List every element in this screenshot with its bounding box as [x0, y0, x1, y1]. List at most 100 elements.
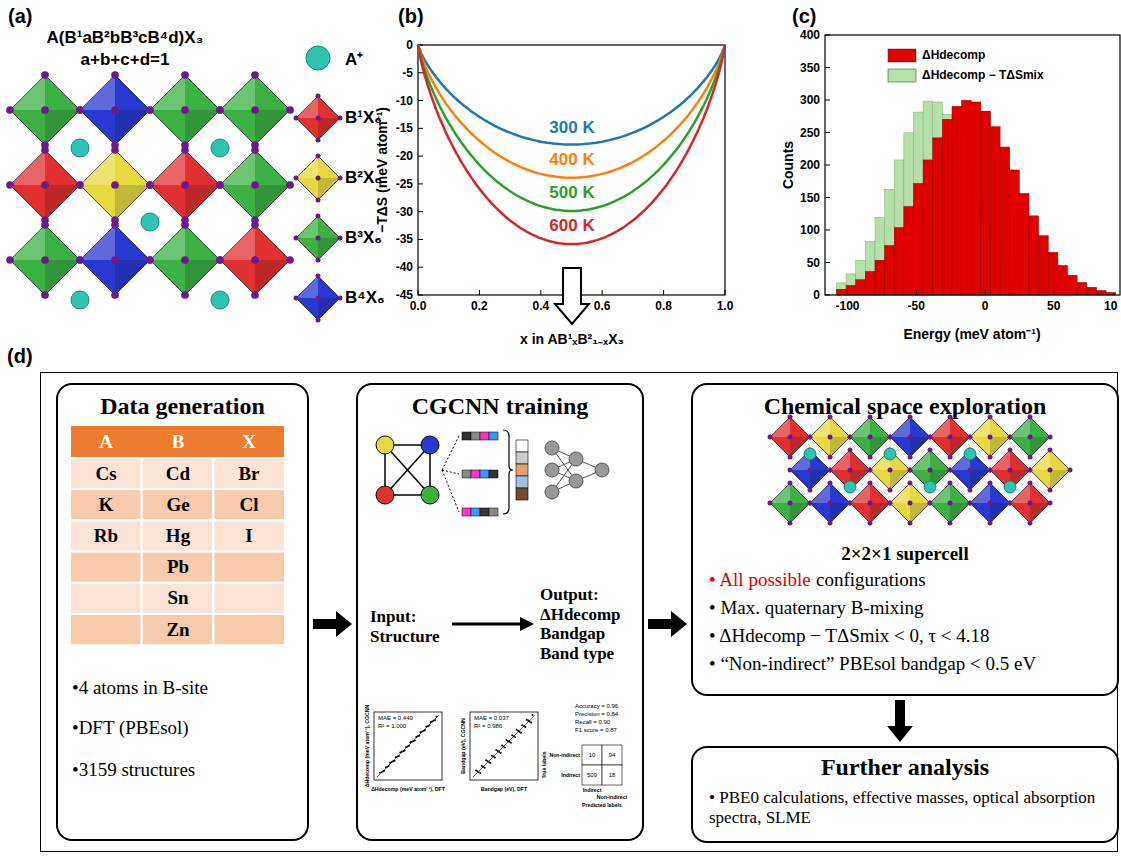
node-heading: (d) — [7, 345, 33, 368]
x-atom — [1008, 448, 1013, 453]
label: 0.8 — [655, 299, 672, 313]
tick — [418, 267, 423, 268]
table-cell — [142, 552, 214, 583]
table-cell — [213, 458, 285, 489]
octahedron-face — [296, 96, 318, 118]
label: -40 — [396, 260, 413, 274]
x-atom — [251, 106, 259, 114]
x-atom — [111, 181, 119, 189]
x-atom — [1028, 501, 1033, 506]
octahedron-face — [255, 110, 290, 145]
histogram-bar — [933, 138, 943, 295]
octahedron — [150, 75, 220, 145]
table-cell — [70, 614, 142, 645]
entropy-curve — [418, 45, 725, 145]
x-atom — [251, 181, 259, 189]
x-atom — [948, 481, 953, 486]
graph-node — [421, 486, 439, 504]
label: MAE = 0.037 — [474, 715, 509, 721]
label: 10 — [1104, 299, 1117, 313]
x-atom — [251, 221, 259, 229]
x-atom — [988, 455, 993, 460]
label: Bandgap (eV), DFT — [481, 786, 527, 792]
x-atom — [848, 501, 853, 506]
x-atom — [928, 448, 933, 453]
octahedron-face — [318, 178, 340, 200]
histogram-bar — [914, 112, 924, 295]
node-text: •4 atoms in B-site — [72, 677, 208, 699]
x-atom — [316, 274, 321, 279]
octahedron — [890, 417, 930, 457]
legend-text: B¹X₆ — [345, 108, 382, 128]
label: 0 — [406, 38, 413, 52]
octahedron-face — [910, 503, 930, 523]
feature-cell — [462, 470, 471, 478]
a-cation — [804, 448, 816, 460]
label: ΔHdecomp (meV atom⁻¹), DFT — [371, 785, 445, 793]
histogram-bar — [1048, 252, 1058, 295]
x-atom — [828, 468, 833, 473]
label: R² = 0.986 — [474, 723, 502, 729]
a-cation — [306, 46, 330, 70]
x-atom — [294, 176, 299, 181]
x-atom — [828, 455, 833, 460]
x-atom — [181, 291, 189, 299]
label: A — [99, 431, 113, 453]
octahedron-face — [185, 110, 220, 145]
tick — [825, 197, 830, 198]
tick — [418, 239, 423, 240]
label: 0.6 — [594, 299, 611, 313]
label: Indirect — [583, 787, 602, 793]
octahedron-face — [80, 75, 115, 110]
tick — [825, 262, 830, 263]
x-atom — [988, 435, 993, 440]
octahedron-face — [318, 298, 340, 320]
histogram-bar — [904, 133, 914, 295]
legend-swatch — [888, 69, 916, 82]
label: 18 — [609, 772, 616, 778]
x-atom — [111, 71, 119, 79]
label: Recall = 0.90 — [575, 719, 610, 725]
label: 500 K — [549, 183, 594, 203]
x-atom — [216, 106, 224, 114]
label: MAE = 0.449 — [378, 715, 413, 721]
histogram-bar — [875, 217, 885, 295]
histogram-bar — [952, 106, 962, 295]
a-cation — [924, 481, 936, 493]
label: 0 — [813, 288, 820, 302]
tick — [1053, 290, 1054, 295]
octahedron-face — [770, 483, 790, 503]
octahedron — [1010, 417, 1050, 457]
octahedron-face — [810, 483, 830, 503]
octahedron-face — [10, 150, 45, 185]
data-point — [514, 736, 516, 738]
label: Sn — [167, 587, 188, 609]
graph-node — [376, 436, 394, 454]
x-atom — [1028, 481, 1033, 486]
octahedron — [1030, 450, 1070, 490]
data-point — [383, 770, 385, 772]
node-text: Input: Structure — [370, 607, 458, 646]
label: Cd — [166, 463, 190, 485]
x-atom — [828, 501, 833, 506]
x-atom — [76, 181, 84, 189]
x-atom — [788, 481, 793, 486]
tick — [418, 72, 423, 73]
x-atom — [908, 435, 913, 440]
x-atom — [76, 256, 84, 264]
legend-text: B²X₆ — [345, 168, 382, 188]
data-point — [530, 722, 532, 724]
x-atom — [6, 181, 14, 189]
table-cell — [142, 614, 214, 645]
matrix-cell — [582, 745, 602, 765]
octahedron-face — [220, 225, 255, 260]
label: x in AB¹ₓB²₁₋ₓX₃ — [520, 329, 624, 348]
label: -15 — [396, 121, 413, 135]
x-atom — [848, 468, 853, 473]
x-atom — [216, 106, 224, 114]
data-point — [436, 716, 438, 718]
nn-node — [545, 463, 559, 477]
label: Counts — [780, 141, 796, 189]
tick — [825, 67, 830, 68]
label: I — [245, 525, 252, 547]
